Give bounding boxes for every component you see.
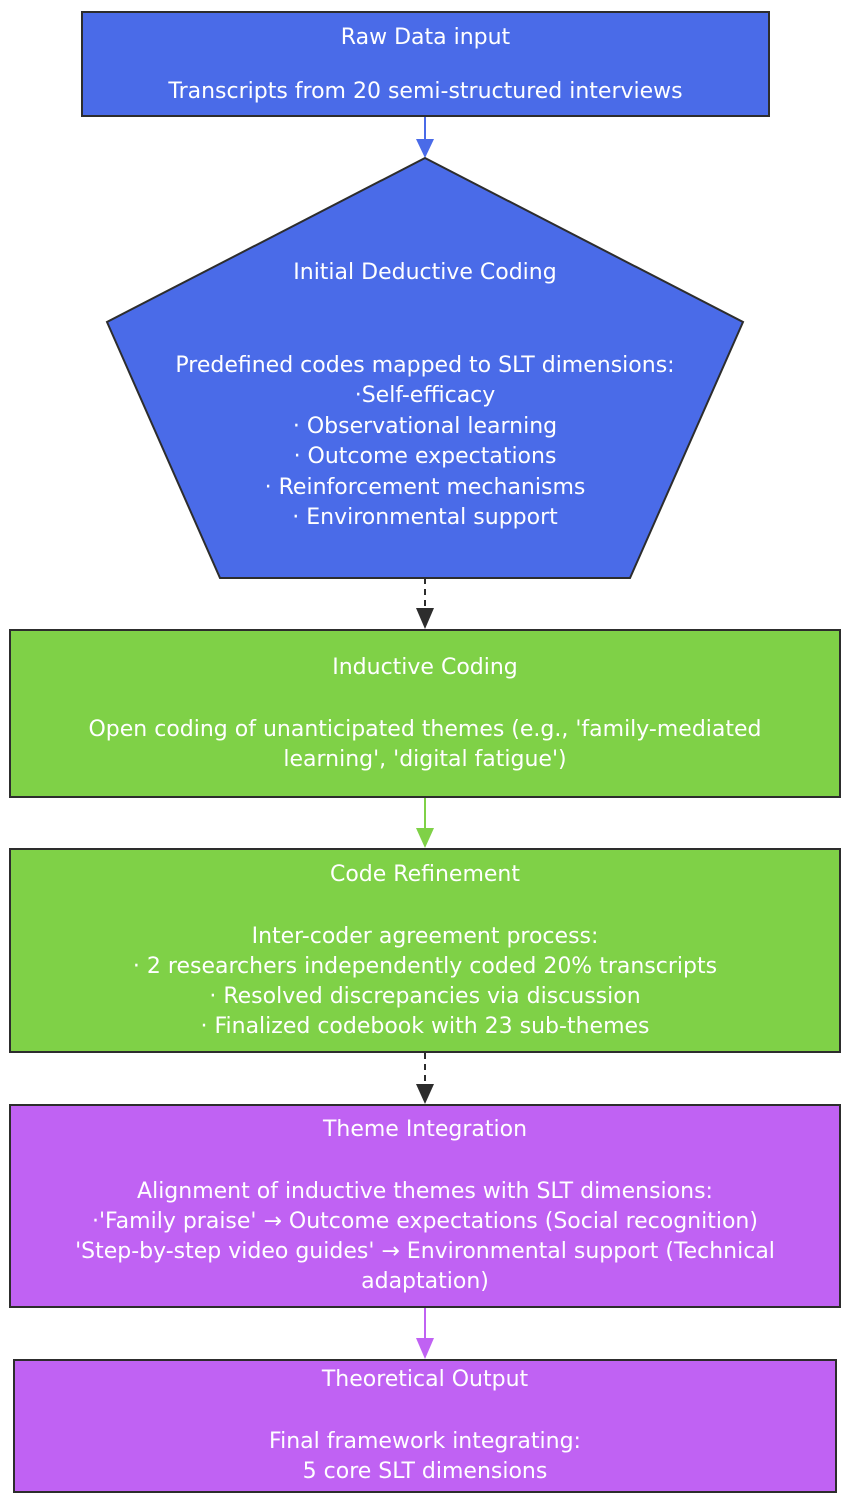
inductive-title: Inductive Coding [332, 654, 518, 680]
deductive-line: · Environmental support [292, 505, 558, 530]
arrow-deductive-to-inductive [416, 578, 434, 629]
arrow-integration-to-output [416, 1308, 434, 1359]
deductive-pentagon [105, 156, 745, 579]
refinement-line: · 2 researchers independently coded 20% … [132, 953, 718, 979]
deductive-line: · Outcome expectations [293, 444, 557, 469]
deductive-line: · Observational learning [292, 413, 558, 439]
deductive-line: Predefined codes mapped to SLT dimension… [175, 352, 675, 378]
deductive-line: ·Self-efficacy [354, 383, 496, 408]
refinement-title: Code Refinement [329, 861, 521, 887]
arrow-refinement-to-integration [416, 1053, 434, 1104]
output-title: Theoretical Output [321, 1367, 529, 1392]
raw-data-node: Raw Data input Transcripts from 20 semi-… [81, 11, 770, 117]
refinement-line: · Finalized codebook with 23 sub-themes [200, 1013, 650, 1039]
raw-data-title: Raw Data input [340, 25, 511, 50]
integration-title: Theme Integration [322, 1117, 528, 1142]
deductive-line: · Reinforcement mechanisms [264, 474, 586, 500]
arrow-raw-to-deductive [416, 117, 434, 158]
integration-line: Alignment of inductive themes with SLT d… [137, 1179, 713, 1204]
theoretical-output-node: Theoretical Output Final framework integ… [13, 1359, 837, 1493]
integration-line: adaptation) [361, 1269, 489, 1294]
integration-line: ·'Family praise' → Outcome expectations … [92, 1209, 758, 1234]
integration-line: 'Step-by-step video guides' → Environmen… [75, 1239, 775, 1264]
arrow-inductive-to-refinement [416, 798, 434, 848]
output-line: 5 core SLT dimensions [302, 1459, 548, 1484]
refinement-line: Inter-coder agreement process: [251, 923, 599, 949]
inductive-coding-node: Inductive Coding Open coding of unantici… [9, 629, 841, 798]
deductive-node-text: Initial Deductive Coding Predefined code… [120, 258, 730, 534]
refinement-line: · Resolved discrepancies via discussion [209, 983, 641, 1009]
inductive-line: Open coding of unanticipated themes (e.g… [88, 716, 762, 742]
deductive-title: Initial Deductive Coding [293, 260, 557, 285]
inductive-line: learning', 'digital fatigue') [283, 746, 567, 772]
code-refinement-node: Code Refinement Inter-coder agreement pr… [9, 848, 841, 1053]
output-line: Final framework integrating: [269, 1429, 581, 1454]
theme-integration-node: Theme Integration Alignment of inductive… [9, 1104, 841, 1308]
raw-data-body: Transcripts from 20 semi-structured inte… [168, 79, 683, 104]
